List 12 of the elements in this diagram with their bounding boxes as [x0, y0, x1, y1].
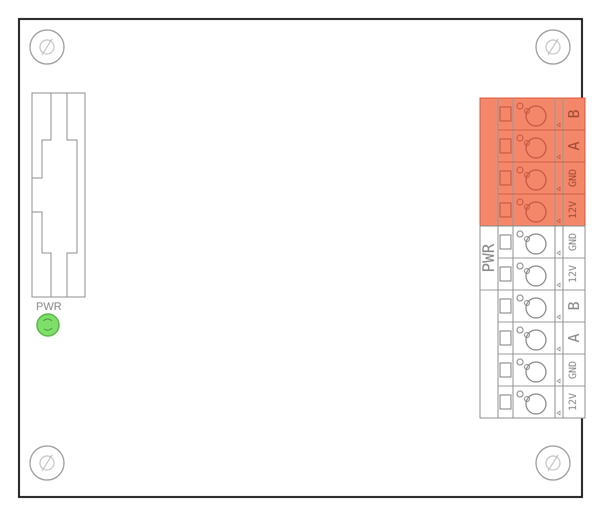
connector-label: PWR [480, 242, 498, 274]
pin-label: 12V [567, 392, 580, 414]
pin-label: 12V [567, 200, 580, 222]
pin-label: A [565, 332, 583, 345]
pin-label: B [565, 108, 583, 121]
pin-label: GND [567, 168, 580, 190]
pin-label: GND [567, 232, 580, 254]
led-label: PWR [36, 302, 62, 313]
pin-label: B [565, 300, 583, 313]
pin-label: GND [567, 360, 580, 382]
pin-label: 12V [567, 264, 580, 286]
pin-label: A [565, 140, 583, 153]
